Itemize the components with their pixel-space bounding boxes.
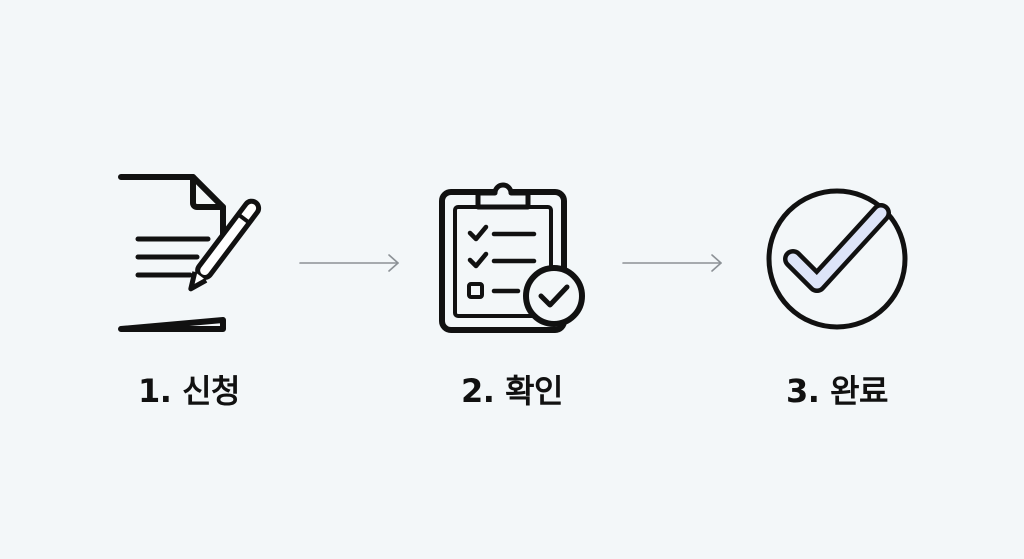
step-1-label: 1. 신청 [138, 372, 240, 410]
arrow-right-icon [622, 254, 722, 272]
document-pen-icon [118, 174, 262, 332]
clipboard-check-icon [439, 182, 585, 333]
arrow-right-icon [299, 254, 399, 272]
step-3-label: 3. 완료 [786, 372, 888, 410]
step-2-label: 2. 확인 [461, 372, 563, 410]
circle-check-icon [766, 188, 908, 330]
